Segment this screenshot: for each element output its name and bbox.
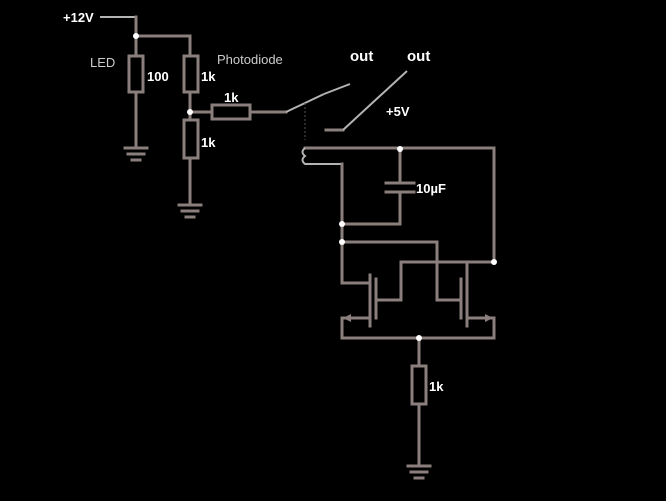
ground-symbol-divider <box>177 203 203 219</box>
divider-resistor <box>182 118 200 160</box>
junction-dots <box>133 33 497 341</box>
label-emitter-resistor: 1k <box>429 379 444 394</box>
emitter-branch <box>340 336 496 480</box>
label-series-resistor: 1k <box>224 90 239 105</box>
label-12v: +12V <box>63 10 94 25</box>
led-resistor <box>127 54 145 94</box>
supply-12v-rail <box>100 15 192 58</box>
label-photodiode: Photodiode <box>217 52 283 67</box>
label-capacitor: 10µF <box>416 181 446 196</box>
label-photodiode-resistor: 1k <box>201 69 216 84</box>
label-out-1: out <box>350 48 373 65</box>
supply-5v-rail <box>340 146 496 264</box>
series-resistor-branch <box>188 103 288 121</box>
capacitor-10uf <box>340 181 416 226</box>
emitter-resistor <box>410 364 428 406</box>
ground-symbol-led <box>123 146 149 162</box>
transistor-right <box>399 260 496 340</box>
led-branch <box>123 54 149 162</box>
label-5v: +5V <box>386 104 410 119</box>
transistor-left <box>340 273 403 340</box>
photodiode-branch <box>177 54 203 219</box>
photodiode-resistor <box>182 54 200 94</box>
relay-coil <box>301 146 344 165</box>
label-led-resistor: 100 <box>147 69 169 84</box>
relay-contacts <box>285 70 408 140</box>
label-out-2: out <box>407 48 430 65</box>
label-led: LED <box>90 55 115 70</box>
ground-symbol-emitter <box>406 464 432 480</box>
series-resistor <box>210 103 252 121</box>
label-divider-resistor: 1k <box>201 135 216 150</box>
